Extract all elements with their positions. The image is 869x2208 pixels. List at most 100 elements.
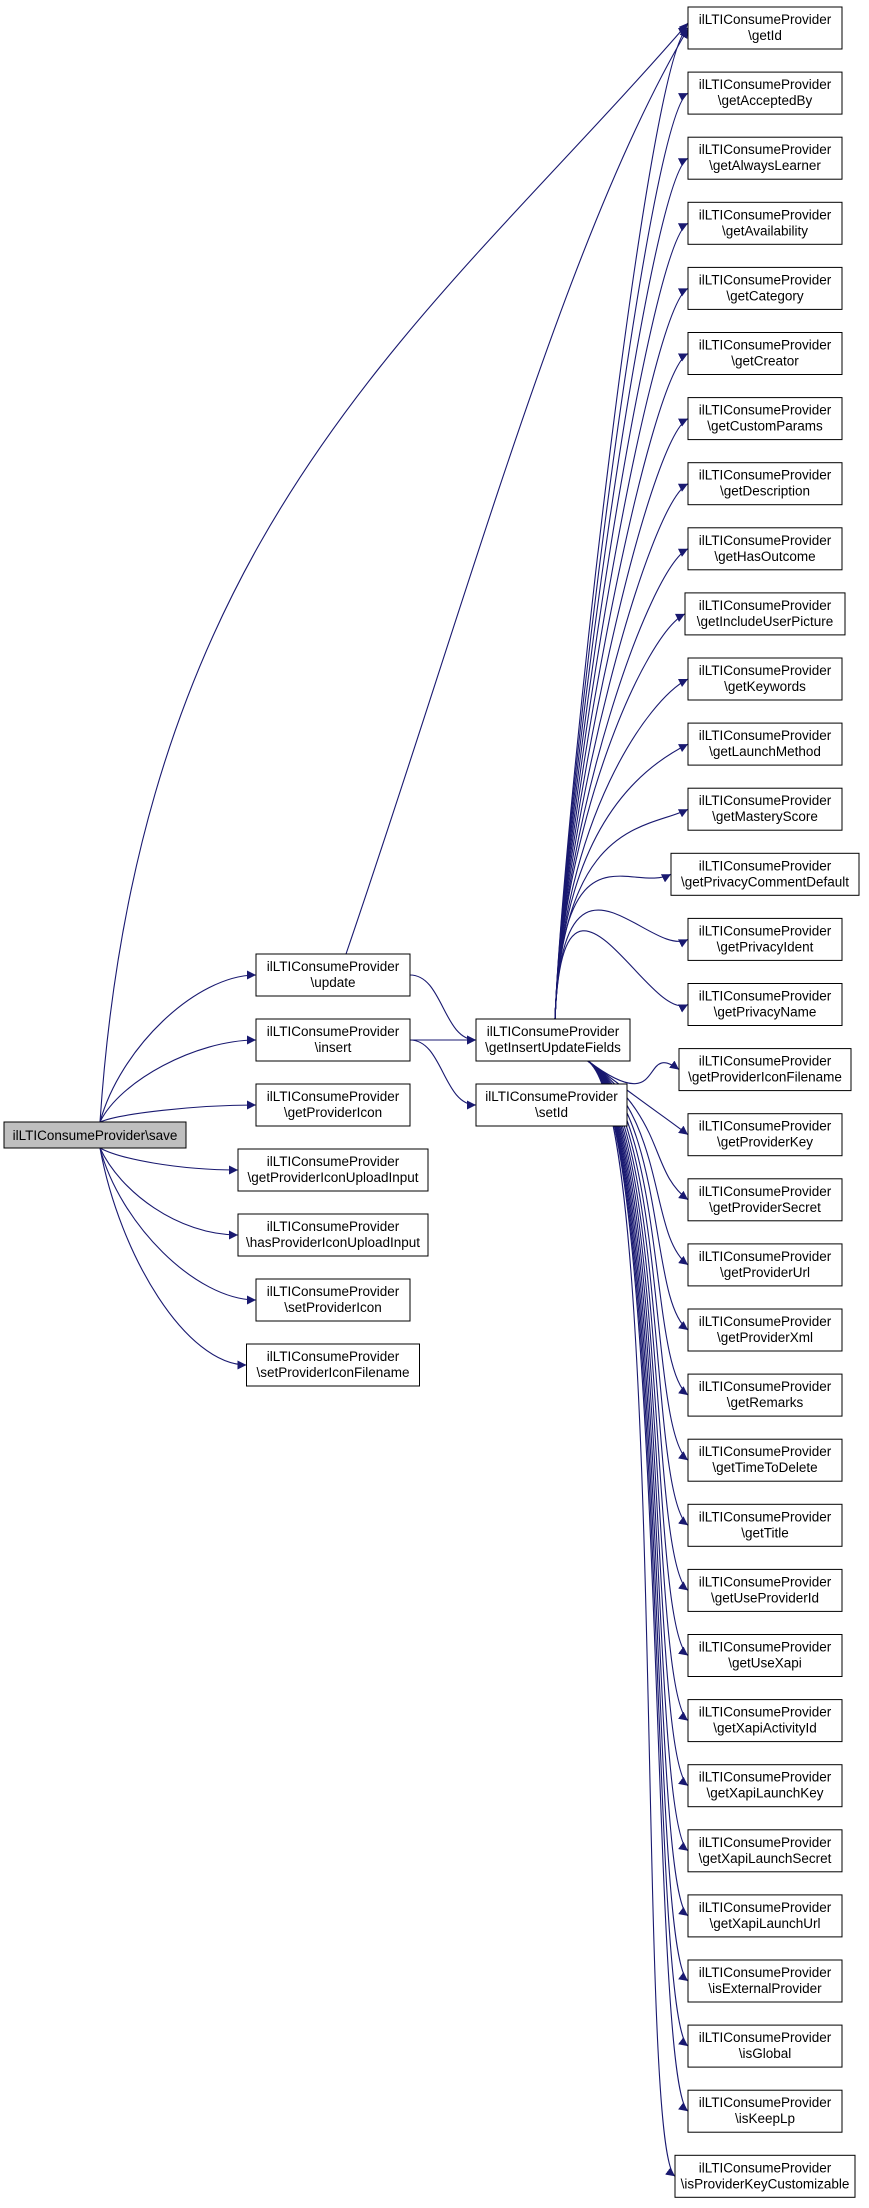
node-getXapiLaunchUrl[interactable]: ilLTIConsumeProvider\getXapiLaunchUrl — [687, 1894, 843, 1938]
node-label-line: \getProviderIconFilename — [688, 1070, 842, 1085]
node-label-line: ilLTIConsumeProvider — [699, 77, 832, 92]
node-isKeepLp[interactable]: ilLTIConsumeProvider\isKeepLp — [687, 2089, 843, 2133]
node-label-line: ilLTIConsumeProvider — [699, 1119, 832, 1134]
node-update[interactable]: ilLTIConsumeProvider\update — [255, 953, 411, 997]
edge-getInsertUpdateFields-to-getPrivacyIdent — [554, 909, 689, 1020]
node-label-line: ilLTIConsumeProvider — [699, 1965, 832, 1980]
node-box — [687, 397, 843, 441]
node-box — [687, 917, 843, 961]
node-box — [687, 1373, 843, 1417]
node-label-line: ilLTIConsumeProvider — [699, 663, 832, 678]
node-getProviderKey[interactable]: ilLTIConsumeProvider\getProviderKey — [687, 1113, 843, 1157]
node-label-line: ilLTIConsumeProvider — [267, 1219, 400, 1234]
node-label-line: ilLTIConsumeProvider — [699, 1900, 832, 1915]
node-box — [674, 2154, 856, 2198]
node-isProviderKeyCustomizable[interactable]: ilLTIConsumeProvider\isProviderKeyCustom… — [674, 2154, 856, 2198]
node-save[interactable]: ilLTIConsumeProvider\save — [3, 1121, 187, 1149]
node-label-line: ilLTIConsumeProvider — [699, 793, 832, 808]
node-label-line: \getProviderXml — [717, 1330, 813, 1345]
node-label-line: ilLTIConsumeProvider — [267, 1024, 400, 1039]
node-label-line: \getIncludeUserPicture — [697, 614, 834, 629]
node-getId[interactable]: ilLTIConsumeProvider\getId — [687, 6, 843, 50]
node-getRemarks[interactable]: ilLTIConsumeProvider\getRemarks — [687, 1373, 843, 1417]
node-label-line: \getPrivacyIdent — [717, 939, 814, 954]
node-box — [687, 1243, 843, 1287]
edge-getInsertUpdateFields-to-getPrivacyName — [554, 930, 689, 1020]
node-label-line: ilLTIConsumeProvider — [699, 468, 832, 483]
node-isExternalProvider[interactable]: ilLTIConsumeProvider\isExternalProvider — [687, 1959, 843, 2003]
node-getDescription[interactable]: ilLTIConsumeProvider\getDescription — [687, 462, 843, 506]
node-getUseXapi[interactable]: ilLTIConsumeProvider\getUseXapi — [687, 1634, 843, 1677]
node-label-line: \getAcceptedBy — [718, 93, 813, 108]
node-getInsertUpdateFields[interactable]: ilLTIConsumeProvider\getInsertUpdateFiel… — [475, 1018, 631, 1062]
node-getKeywords[interactable]: ilLTIConsumeProvider\getKeywords — [687, 657, 843, 701]
node-box — [687, 1308, 843, 1352]
edge-getInsertUpdateFields-to-getCategory — [554, 287, 689, 1020]
node-setId[interactable]: ilLTIConsumeProvider\setId — [475, 1083, 628, 1127]
node-label-line: \getAlwaysLearner — [709, 158, 821, 173]
node-label-line: \getXapiLaunchUrl — [709, 1916, 820, 1931]
node-label-line: ilLTIConsumeProvider — [699, 1705, 832, 1720]
node-getXapiLaunchSecret[interactable]: ilLTIConsumeProvider\getXapiLaunchSecret — [687, 1829, 843, 1873]
node-box — [687, 1959, 843, 2003]
node-isGlobal[interactable]: ilLTIConsumeProvider\isGlobal — [687, 2024, 843, 2068]
node-getProviderIcon[interactable]: ilLTIConsumeProvider\getProviderIcon — [255, 1083, 411, 1127]
node-label-line: \setProviderIconFilename — [256, 1365, 409, 1380]
edge-save-to-getId — [99, 22, 689, 1123]
node-getPrivacyIdent[interactable]: ilLTIConsumeProvider\getPrivacyIdent — [687, 917, 843, 961]
edge-getInsertUpdateFields-to-getMasteryScore — [554, 808, 689, 1020]
node-getMasteryScore[interactable]: ilLTIConsumeProvider\getMasteryScore — [687, 787, 843, 831]
node-label-line: \getXapiLaunchKey — [706, 1786, 823, 1801]
node-label-line: ilLTIConsumeProvider — [267, 1349, 400, 1364]
node-getPrivacyCommentDefault[interactable]: ilLTIConsumeProvider\getPrivacyCommentDe… — [670, 852, 860, 896]
node-getAcceptedBy[interactable]: ilLTIConsumeProvider\getAcceptedBy — [687, 71, 843, 115]
node-getTitle[interactable]: ilLTIConsumeProvider\getTitle — [687, 1503, 843, 1547]
node-getCategory[interactable]: ilLTIConsumeProvider\getCategory — [687, 266, 843, 310]
node-insert[interactable]: ilLTIConsumeProvider\insert — [255, 1018, 411, 1062]
node-getProviderIconFilename[interactable]: ilLTIConsumeProvider\getProviderIconFile… — [678, 1048, 852, 1092]
node-box — [687, 1699, 843, 1743]
node-label-line: \getRemarks — [727, 1395, 804, 1410]
node-getProviderXml[interactable]: ilLTIConsumeProvider\getProviderXml — [687, 1308, 843, 1352]
node-setProviderIcon[interactable]: ilLTIConsumeProvider\setProviderIcon — [255, 1278, 411, 1322]
node-hasProviderIconUploadInput[interactable]: ilLTIConsumeProvider\hasProviderIconUplo… — [237, 1213, 429, 1257]
node-box — [475, 1083, 628, 1127]
node-label-line: ilLTIConsumeProvider — [699, 858, 832, 873]
node-getUseProviderId[interactable]: ilLTIConsumeProvider\getUseProviderId — [687, 1568, 843, 1612]
edge-save-to-hasProviderIconUploadInput — [99, 1147, 239, 1240]
node-label-line: ilLTIConsumeProvider — [699, 1184, 832, 1199]
node-getTimeToDelete[interactable]: ilLTIConsumeProvider\getTimeToDelete — [687, 1438, 843, 1482]
node-getIncludeUserPicture[interactable]: ilLTIConsumeProvider\getIncludeUserPictu… — [684, 592, 846, 636]
node-getCustomParams[interactable]: ilLTIConsumeProvider\getCustomParams — [687, 397, 843, 441]
node-box — [687, 1438, 843, 1482]
node-label-line: \getProviderIcon — [284, 1105, 382, 1120]
node-setProviderIconFilename[interactable]: ilLTIConsumeProvider\setProviderIconFile… — [246, 1343, 420, 1387]
node-getProviderIconUploadInput[interactable]: ilLTIConsumeProvider\getProviderIconUplo… — [237, 1148, 429, 1192]
nodes-layer: ilLTIConsumeProvider\save ilLTIConsumePro… — [3, 6, 860, 2198]
node-label-line: ilLTIConsumeProvider — [699, 338, 832, 353]
node-label-line: ilLTIConsumeProvider — [699, 207, 832, 222]
node-label-line: \getCustomParams — [707, 419, 823, 434]
node-label-line: \getTitle — [741, 1525, 789, 1540]
node-getPrivacyName[interactable]: ilLTIConsumeProvider\getPrivacyName — [687, 983, 843, 1026]
node-getLaunchMethod[interactable]: ilLTIConsumeProvider\getLaunchMethod — [687, 722, 843, 766]
node-box — [687, 1178, 843, 1222]
node-getXapiActivityId[interactable]: ilLTIConsumeProvider\getXapiActivityId — [687, 1699, 843, 1743]
node-box — [237, 1148, 429, 1192]
node-label-line: ilLTIConsumeProvider — [699, 1249, 832, 1264]
node-label-line: \setId — [535, 1105, 568, 1120]
node-box — [255, 1083, 411, 1127]
node-box — [687, 6, 843, 50]
node-box — [687, 1634, 843, 1677]
node-getCreator[interactable]: ilLTIConsumeProvider\getCreator — [687, 332, 843, 375]
node-getHasOutcome[interactable]: ilLTIConsumeProvider\getHasOutcome — [687, 527, 843, 571]
node-label-line: ilLTIConsumeProvider — [699, 2030, 832, 2045]
node-getXapiLaunchKey[interactable]: ilLTIConsumeProvider\getXapiLaunchKey — [687, 1764, 843, 1808]
node-getProviderUrl[interactable]: ilLTIConsumeProvider\getProviderUrl — [687, 1243, 843, 1287]
node-label-line: \getTimeToDelete — [712, 1460, 817, 1475]
node-label-line: \isProviderKeyCustomizable — [681, 2176, 850, 2191]
node-getAlwaysLearner[interactable]: ilLTIConsumeProvider\getAlwaysLearner — [687, 136, 843, 180]
node-label-line: \getInsertUpdateFields — [485, 1040, 621, 1055]
node-getProviderSecret[interactable]: ilLTIConsumeProvider\getProviderSecret — [687, 1178, 843, 1222]
node-getAvailability[interactable]: ilLTIConsumeProvider\getAvailability — [687, 201, 843, 245]
